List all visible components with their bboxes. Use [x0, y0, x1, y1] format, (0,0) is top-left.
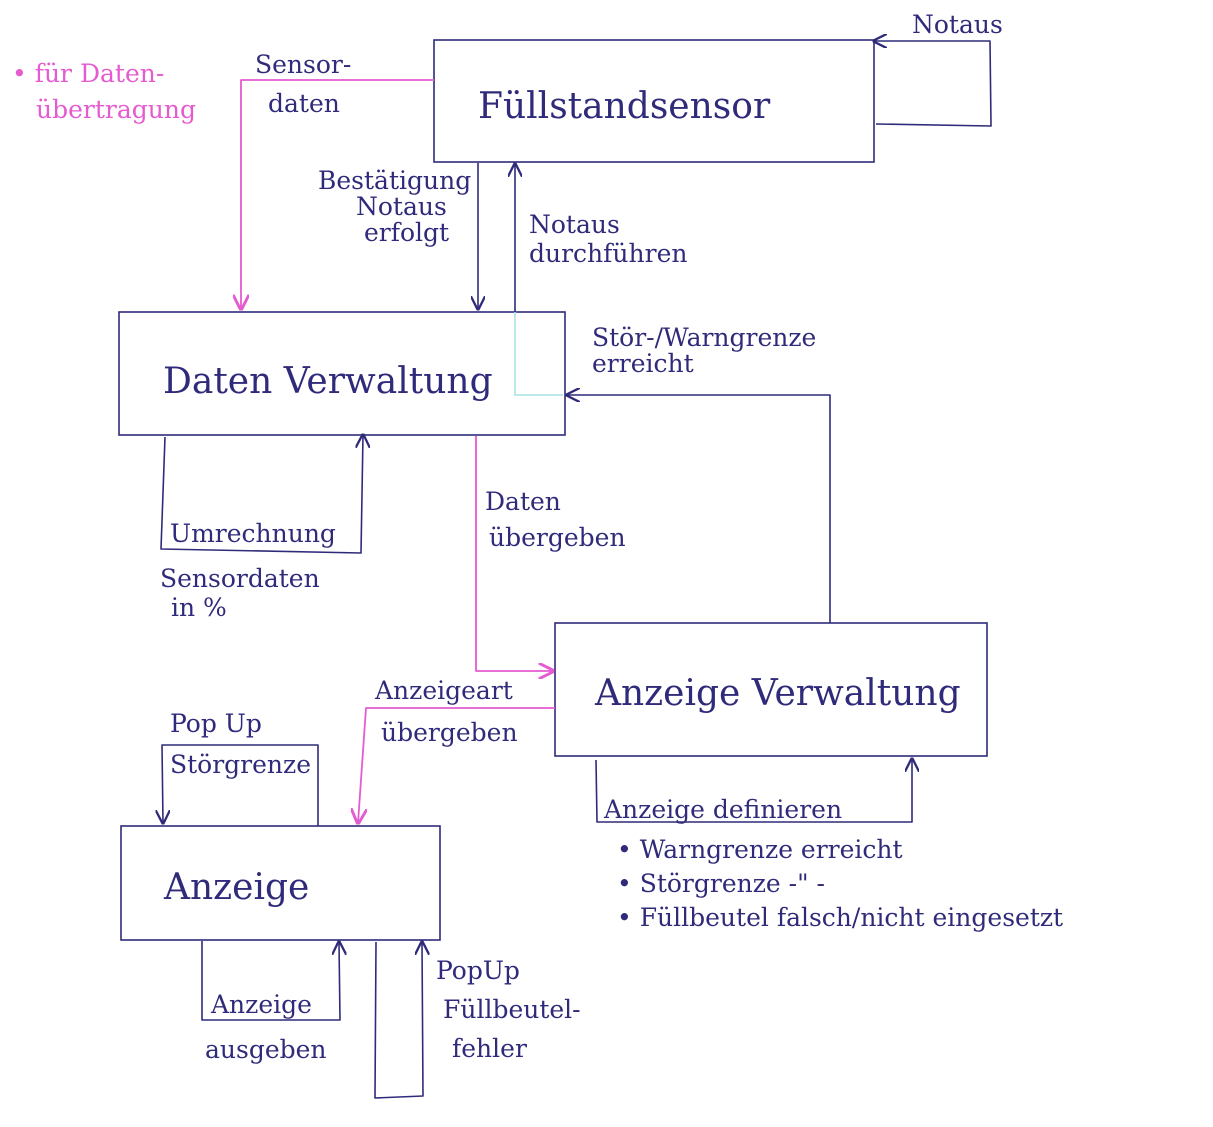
- edge-stoer-warngrenze-label-1: Stör-/Warngrenze: [592, 323, 816, 352]
- list-item-warngrenze: • Warngrenze erreicht: [617, 835, 903, 864]
- edge-popup-stoergrenze-self: Pop Up Störgrenze: [162, 709, 319, 826]
- edge-umrechnung-line: [160, 435, 363, 554]
- edge-notaus-durchfuehren-label-1: Notaus: [529, 210, 620, 239]
- list-item-fuellbeutel: • Füllbeutel falsch/nicht eingesetzt: [617, 903, 1063, 932]
- node-anzeigeverwaltung-label: Anzeige Verwaltung: [594, 673, 961, 714]
- edge-anzeigeart-label-2: übergeben: [381, 718, 518, 747]
- edge-sensordaten-line: [241, 79, 434, 309]
- edge-anzeige-definieren-label: Anzeige definieren: [603, 795, 842, 824]
- edge-notaus-self: Notaus: [874, 10, 1003, 127]
- node-datenverwaltung: Daten Verwaltung: [118, 311, 566, 436]
- node-datenverwaltung-box: [118, 311, 566, 436]
- edge-notaus-cyan-segment: [514, 312, 563, 396]
- edge-stoer-warngrenze-line: [567, 395, 831, 623]
- edge-popup-fuellbeutel-label-2: Füllbeutel-: [443, 995, 581, 1024]
- edge-anzeige-definieren-line: [595, 759, 912, 823]
- edge-anzeigeart-uebergeben-line: [358, 707, 555, 823]
- edge-stoer-warngrenze: Stör-/Warngrenze erreicht: [567, 323, 831, 623]
- node-fuellstandsensor-box: [433, 39, 875, 163]
- edge-bestaetigung-label-2: Notaus: [356, 192, 447, 221]
- node-anzeige: Anzeige: [120, 825, 441, 941]
- node-anzeige-box: [120, 825, 441, 941]
- edge-popup-stoergrenze-line: [162, 744, 319, 826]
- node-anzeige-label: Anzeige: [163, 867, 309, 908]
- node-fuellstandsensor-label: Füllstandsensor: [478, 86, 771, 127]
- edge-daten-uebergeben: Daten übergeben: [475, 436, 626, 671]
- anzeige-definieren-list: • Warngrenze erreicht • Störgrenze -" - …: [617, 835, 1063, 932]
- edge-notaus-self-label: Notaus: [912, 10, 1003, 39]
- edge-popup-stoergrenze-label-1: Pop Up: [170, 709, 262, 738]
- edge-bestaetigung-label-1: Bestätigung: [318, 166, 471, 195]
- edge-anzeigeart-uebergeben: Anzeigeart übergeben: [358, 676, 555, 823]
- edge-sensordaten-label-1: Sensor-: [255, 50, 351, 79]
- annotation-fuer-daten-line-2: übertragung: [36, 95, 196, 124]
- edge-popup-fuellbeutel-label-1: PopUp: [436, 956, 520, 985]
- edge-daten-uebergeben-label-2: übergeben: [489, 523, 626, 552]
- node-anzeigeverwaltung-box: [554, 622, 988, 757]
- edge-sensordaten-label-2: daten: [268, 89, 340, 118]
- annotation-sensordaten-line-2: in %: [171, 593, 227, 622]
- annotation-sensordaten-prozent: Sensordaten in %: [160, 564, 320, 622]
- edge-anzeigeart-label-1: Anzeigeart: [374, 676, 513, 705]
- edge-notaus-self-line: [874, 41, 992, 127]
- node-datenverwaltung-label: Daten Verwaltung: [163, 361, 493, 402]
- edge-popup-fuellbeutel-line: [374, 942, 423, 1099]
- annotation-fuer-datenuebertragung: • für Daten- übertragung: [12, 59, 196, 124]
- node-fuellstandsensor: Füllstandsensor: [433, 39, 875, 163]
- edge-anzeige-ausgeben-label-1: Anzeige: [210, 990, 312, 1019]
- annotation-fuer-daten-line-1: • für Daten-: [12, 59, 164, 88]
- edge-popup-stoergrenze-label-2: Störgrenze: [170, 750, 311, 779]
- edge-anzeige-ausgeben-line: [201, 941, 340, 1021]
- edge-bestaetigung-notaus: Bestätigung Notaus erfolgt: [318, 163, 478, 309]
- edge-anzeige-ausgeben-self: Anzeige ausgeben: [201, 941, 340, 1064]
- edge-anzeige-definieren-self: Anzeige definieren: [595, 759, 912, 824]
- edge-stoer-warngrenze-label-2: erreicht: [592, 349, 694, 378]
- list-item-stoergrenze: • Störgrenze -" -: [617, 869, 825, 898]
- edge-popup-fuellbeutel-label-3: fehler: [452, 1034, 527, 1063]
- edge-anzeige-ausgeben-label-2: ausgeben: [205, 1035, 327, 1064]
- edge-daten-uebergeben-label-1: Daten: [485, 487, 561, 516]
- edge-daten-uebergeben-line: [475, 436, 553, 671]
- edge-umrechnung-label: Umrechnung: [170, 519, 336, 548]
- edge-bestaetigung-label-3: erfolgt: [364, 218, 449, 247]
- edge-notaus-durchfuehren-label-2: durchführen: [529, 239, 687, 268]
- edge-sensordaten: Sensor- daten: [241, 50, 434, 309]
- edge-umrechnung-self: Umrechnung: [160, 435, 363, 554]
- edge-notaus-durchfuehren: Notaus durchführen: [514, 164, 687, 396]
- edge-popup-fuellbeutel-self: PopUp Füllbeutel- fehler: [374, 942, 581, 1099]
- node-anzeigeverwaltung: Anzeige Verwaltung: [554, 622, 988, 757]
- annotation-sensordaten-line-1: Sensordaten: [160, 564, 320, 593]
